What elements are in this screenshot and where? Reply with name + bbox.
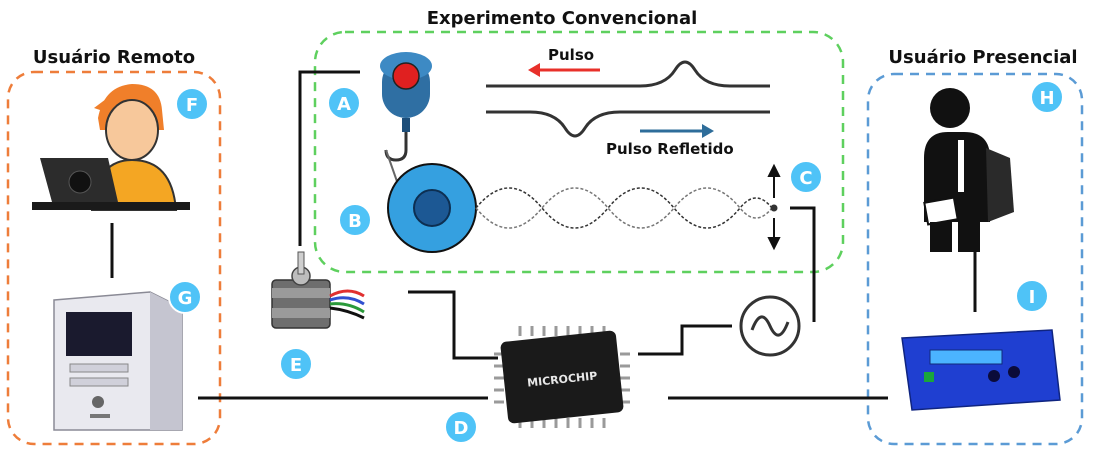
microcontroller-chip: MICROCHIP <box>494 326 630 428</box>
badge-i-letter: I <box>1029 287 1036 308</box>
badge-b-letter: B <box>348 211 362 232</box>
standing-wave <box>475 187 778 229</box>
local-user-group <box>866 72 1084 446</box>
badge-b: B <box>338 203 372 237</box>
local-user-title: Usuário Presencial <box>888 47 1077 68</box>
remote-user-title: Usuário Remoto <box>33 47 195 68</box>
wire-motor-to-chip <box>408 290 498 360</box>
badge-d-letter: D <box>454 418 469 439</box>
experiment-group <box>313 30 845 274</box>
badge-f-letter: F <box>186 95 198 116</box>
desktop-computer-icon <box>53 291 183 431</box>
wire-chip-to-generator <box>638 324 732 356</box>
pulse-arrow <box>528 63 600 77</box>
pulse-label: Pulso <box>548 46 594 64</box>
badge-f: F <box>175 87 209 121</box>
badge-g: G <box>168 280 202 314</box>
vibrator-device <box>380 52 432 191</box>
badge-i: I <box>1015 279 1049 313</box>
wire-generator-to-string <box>790 206 816 322</box>
reflected-pulse-arrow <box>640 124 714 138</box>
badge-d: D <box>444 410 478 444</box>
wheel-pulley <box>387 163 477 253</box>
signal-generator-icon <box>739 295 801 357</box>
badge-h: H <box>1030 80 1064 114</box>
experiment-title: Experimento Convencional <box>427 8 698 29</box>
badge-e-letter: E <box>290 355 302 376</box>
incident-pulse-line <box>486 60 770 88</box>
hardware-device-box <box>901 329 1061 411</box>
connection-wires <box>110 70 977 400</box>
badge-e: E <box>279 347 313 381</box>
reflected-pulse-line <box>486 110 770 138</box>
oscillation-arrows <box>767 163 781 251</box>
badge-a-letter: A <box>337 94 351 115</box>
remote-user-laptop-icon <box>32 84 190 211</box>
wire-motor-to-hook <box>298 70 360 246</box>
badge-h-letter: H <box>1039 88 1054 109</box>
stepper-motor <box>271 251 365 329</box>
badge-g-letter: G <box>178 288 193 309</box>
pulse-waves <box>486 60 770 138</box>
remote-user-group <box>6 70 222 446</box>
badge-c: C <box>789 160 823 194</box>
badge-a: A <box>327 86 361 120</box>
reflected-pulse-label: Pulso Refletido <box>606 140 734 158</box>
badge-c-letter: C <box>799 168 812 189</box>
local-user-person-icon <box>923 88 1014 252</box>
